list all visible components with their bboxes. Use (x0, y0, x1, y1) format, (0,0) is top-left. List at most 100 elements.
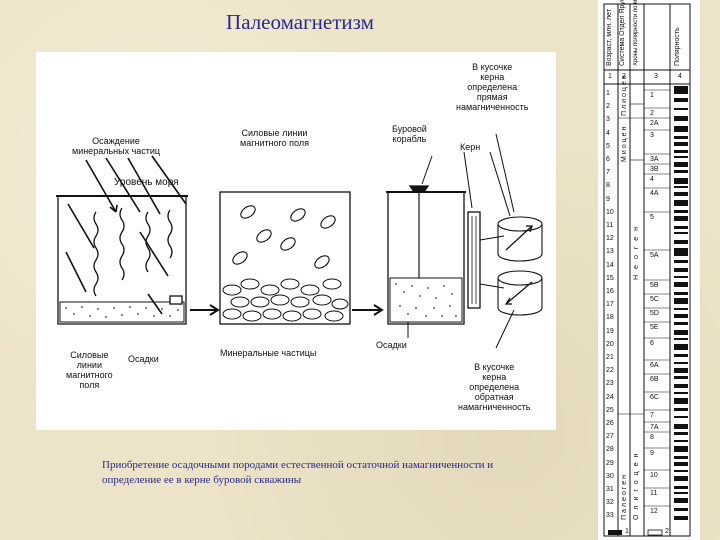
normal-polarity-bar (674, 508, 688, 511)
label-drill-ship-text: Буровой корабль (392, 124, 427, 144)
chron-label: 5 (650, 214, 654, 221)
normal-polarity-bar (674, 416, 688, 418)
label-field-lines-left-text: Силовые линии магнитного поля (66, 350, 113, 390)
age-label: 32 (606, 499, 614, 507)
era-neogene: Неоген (633, 221, 640, 280)
era-paleogene: Палеоген (621, 473, 628, 520)
sediment-layer (59, 301, 185, 323)
label-normal-magnetization: В кусочке керна определена прямая намагн… (456, 62, 528, 112)
chron-label: 5E (650, 324, 659, 331)
header-number-1: 1 (608, 73, 612, 80)
arrow-to-panel-2 (190, 304, 220, 316)
chron-label: 12 (650, 508, 658, 515)
normal-polarity-bar (674, 126, 688, 132)
normal-polarity-bar (674, 178, 688, 184)
normal-polarity-bar (674, 432, 688, 435)
age-label: 18 (606, 314, 614, 322)
age-label: 12 (606, 235, 614, 243)
sediment-block (389, 277, 463, 323)
normal-polarity-bar (674, 98, 688, 102)
normal-polarity-bar (674, 408, 688, 411)
header-polarity: Полярность (674, 27, 681, 66)
age-label: 5 (606, 142, 610, 150)
age-label: 27 (606, 433, 614, 441)
normal-polarity-bar (674, 260, 688, 263)
normal-polarity-bar (674, 354, 688, 357)
label-sediments-right-text: Осадки (376, 340, 407, 350)
cylinder-reverse (497, 270, 543, 316)
chron-label: 5C (650, 296, 659, 303)
label-deposition-text: Осаждение минеральных частиц (72, 136, 161, 156)
age-label: 14 (606, 261, 614, 269)
chron-label: 2A (650, 120, 659, 127)
normal-polarity-bar (674, 232, 688, 234)
age-label: 3 (606, 116, 610, 124)
label-reverse-text: В кусочке керна определена обратная нама… (458, 362, 531, 412)
header-chrons: Хроны полярности по магнитным аномалиям (633, 0, 639, 66)
normal-polarity-bar (674, 456, 688, 459)
header-age: Возраст, млн. лет (606, 9, 613, 66)
label-field-lines-left: Силовые линии магнитного поля (66, 350, 113, 390)
label-sediments-right: Осадки (376, 340, 407, 350)
normal-polarity-bar (674, 150, 688, 153)
age-label: 19 (606, 327, 614, 335)
leader-core (463, 151, 473, 209)
normal-polarity-bar (674, 446, 688, 452)
header-number-3: 3 (654, 73, 658, 80)
normal-polarity-bar (674, 462, 688, 466)
chron-label: 9 (650, 450, 654, 457)
age-label: 17 (606, 301, 614, 309)
label-sediments-left: Осадки (128, 354, 159, 364)
chron-label: 4A (650, 190, 659, 197)
age-label: 28 (606, 446, 614, 454)
normal-polarity-bar (674, 308, 688, 310)
age-label: 9 (606, 195, 610, 203)
label-sea-level-text: Уровень моря (114, 177, 179, 188)
normal-polarity-bar (674, 392, 688, 394)
arrow-to-panel-3 (352, 304, 384, 316)
normal-polarity-bar (674, 338, 688, 340)
cylinder-normal (497, 216, 543, 262)
normal-polarity-bar (674, 470, 688, 472)
core-leaders (479, 235, 505, 289)
normal-polarity-bar (674, 486, 688, 489)
normal-polarity-bar (674, 116, 688, 121)
label-core: Керн (460, 142, 480, 152)
label-deposition: Осаждение минеральных частиц (72, 136, 160, 156)
age-label: 24 (606, 393, 614, 401)
leader-ship (421, 155, 433, 185)
age-label: 22 (606, 367, 614, 375)
normal-polarity-bar (674, 142, 688, 146)
normal-polarity-bar (674, 156, 688, 158)
chron-label: 10 (650, 472, 658, 479)
label-field-lines-mid-text: Силовые линии магнитного поля (240, 128, 309, 148)
slide-title: Палеомагнетизм (226, 10, 374, 34)
normal-polarity-bar (674, 498, 688, 503)
chron-label: 5B (650, 282, 659, 289)
age-label: 26 (606, 420, 614, 427)
sediment-dots-right (395, 283, 457, 317)
era-oligocene: Олигоцен (633, 448, 640, 520)
age-label: 23 (606, 380, 614, 388)
age-label: 6 (606, 156, 610, 163)
normal-polarity-bar (674, 314, 688, 318)
panel-drilling (386, 133, 543, 349)
label-mineral-particles: Минеральные частицы (220, 348, 316, 358)
legend-black (608, 530, 622, 535)
age-label: 21 (606, 354, 614, 361)
chron-boundaries (644, 89, 670, 507)
normal-polarity-bar (674, 226, 688, 229)
figure-caption: Приобретение осадочными породами естеств… (102, 459, 494, 486)
label-sediments-left-text: Осадки (128, 354, 159, 364)
aligned-particles (232, 205, 336, 269)
normal-polarity-bar (674, 282, 688, 287)
header-number-2: 2 (622, 73, 626, 80)
legend-label-1: 1 (625, 528, 629, 535)
falling-particle-trails (93, 207, 173, 297)
chron-label: 3B (650, 166, 659, 173)
age-label: 25 (606, 406, 614, 414)
chron-label: 2 (650, 110, 654, 117)
scale-drawing (603, 3, 691, 537)
era-miocene: Миоцен (621, 124, 628, 162)
chron-label: 6 (650, 340, 654, 347)
